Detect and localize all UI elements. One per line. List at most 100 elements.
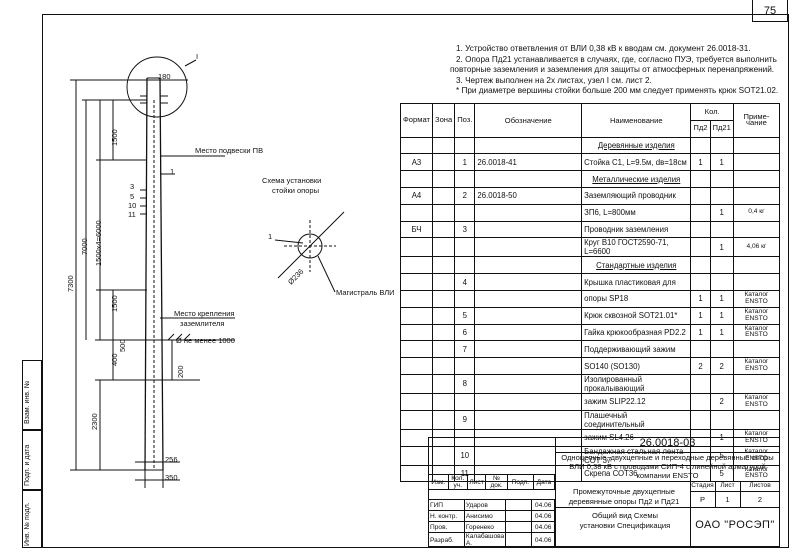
cell-format [400, 409, 433, 430]
dim-180: 180 [158, 72, 171, 81]
signature-row: Разраб.Калабашова А.04.06 [428, 532, 555, 548]
cell-designation [474, 373, 583, 394]
revision-table: Изм. Кол. уч. Лист № док. Подп. Дата [428, 474, 556, 490]
cell-qty-pd21 [709, 220, 734, 239]
stage-value: Р [699, 495, 705, 504]
cell-name: Стойка С1, L=9.5м, dв=18см [581, 153, 692, 172]
cell-qty-pd2: 1 [690, 306, 711, 325]
cell-name: опоры SP18 [581, 289, 692, 308]
dim-350: 350 [165, 473, 178, 482]
dim-400: 400 [110, 353, 119, 366]
cell-name: SO140 (SO130) [581, 357, 692, 375]
cell-pos [454, 357, 476, 375]
cell-qty-pd2: 2 [690, 357, 711, 375]
cell-note: Каталог ENSTO [732, 323, 781, 342]
cell-name: Изолированный прокалывающий [581, 373, 692, 394]
cell-qty-pd2 [690, 392, 711, 411]
sheets-label: Листов [749, 482, 771, 489]
label-ground-2: заземлителя [180, 319, 225, 328]
cell-qty-pd2: 1 [690, 153, 711, 172]
cell-designation [474, 357, 583, 375]
title-block-border [428, 437, 780, 547]
cell-qty-pd2 [690, 373, 711, 394]
object-name: Промежуточные двухцепные деревянные опор… [568, 487, 680, 506]
cell-designation [474, 289, 583, 308]
side-cell-sign [22, 430, 42, 490]
cell-designation [474, 237, 583, 258]
cell-qty-pd21: 1 [709, 237, 734, 258]
side-cell-inv [22, 360, 42, 430]
cell-designation: 26.0018-50 [474, 186, 583, 205]
cell-name: Проводник заземления [581, 220, 692, 239]
org-name: ОАО "РОСЭП" [695, 519, 775, 531]
cell-note [732, 220, 781, 239]
sign-role: Н. контр. [428, 510, 465, 522]
note-2: 2. Опора Пд21 устанавливается в случаях,… [456, 54, 777, 64]
side-cell-orig [22, 490, 42, 548]
header-qty: Кол. [690, 103, 734, 121]
title-divider [555, 437, 556, 547]
pos-11: 11 [128, 210, 136, 219]
header-note: Приме-чание [732, 103, 781, 138]
page-number: 75 [752, 0, 788, 22]
title-block: 26.0018-03 Одноцепные, двухцепные и пере… [400, 437, 780, 548]
cell-note: Каталог ENSTO [732, 392, 781, 411]
cell-pos [454, 392, 476, 411]
cell-qty-pd21: 1 [709, 203, 734, 222]
section-title: Стандартные изделия [581, 256, 692, 275]
scheme-line-label: Магистраль ВЛИ [336, 288, 395, 297]
cell-name: Поддерживающий зажим [581, 340, 692, 359]
node-callout-circle [126, 56, 188, 118]
spec-row: Деревянные изделия [400, 136, 781, 155]
cell-qty-pd21 [709, 273, 734, 291]
cell-note: Каталог ENSTO [732, 445, 781, 466]
sign-date: 04.06 [531, 521, 555, 533]
revision-header: Изм. Кол. уч. Лист № док. Подп. Дата [428, 474, 556, 490]
callout-node-label: I [196, 52, 199, 61]
dim-1500x4: 1500х4=6000 [94, 220, 103, 266]
spec-header-row-1: Формат Зона Поз. Обозначение Наименовани… [400, 103, 781, 138]
cell-pos: 9 [454, 409, 476, 430]
sign-date: 04.06 [531, 499, 555, 511]
cell-designation [474, 392, 583, 411]
cell-format: А3 [400, 153, 433, 172]
cell-format [400, 289, 433, 308]
cell-name: Гайка крюкообразная PD2.2 [581, 323, 692, 342]
side-strip: Взам. инв. № Подп. и дата Инв. № подл. [22, 360, 42, 548]
pole-drawing [70, 56, 345, 488]
doc-title: Одноцепные, двухцепные и переходные дере… [561, 453, 774, 480]
stage-label: Стадия [691, 482, 714, 489]
sign-role: Пров. [428, 521, 465, 533]
dim-500: 500 [118, 339, 127, 352]
cell-note [732, 153, 781, 172]
cell-note: 4,06 кг [732, 237, 781, 258]
cell-note [732, 273, 781, 291]
dim-256: 256 [165, 455, 178, 464]
section-title: Металлические изделия [581, 170, 692, 188]
cell-pos [454, 289, 476, 308]
sign-name: Калабашова А. [463, 532, 507, 548]
cell-designation [474, 203, 583, 222]
dim-200: 200 [176, 365, 185, 378]
cell-qty-pd2 [690, 237, 711, 258]
cell-qty-pd2 [690, 273, 711, 291]
spec-row: Стандартные изделия [400, 256, 781, 275]
cell-pos [454, 237, 476, 258]
cell-designation [474, 409, 583, 430]
cell-qty-pd21: 2 [709, 357, 734, 375]
sign-signature [505, 532, 533, 548]
cell-pos: 2 [454, 186, 476, 205]
pos-10: 10 [128, 201, 137, 210]
pos-1: 1 [170, 167, 175, 176]
cell-format: А4 [400, 186, 433, 205]
cell-pos: 3 [454, 220, 476, 239]
label-depth: Ø не менее 1000 [176, 336, 235, 345]
note-1: 1. Устройство ответвления от ВЛИ 0,38 кВ… [456, 44, 751, 53]
pos-5: 5 [130, 192, 135, 201]
